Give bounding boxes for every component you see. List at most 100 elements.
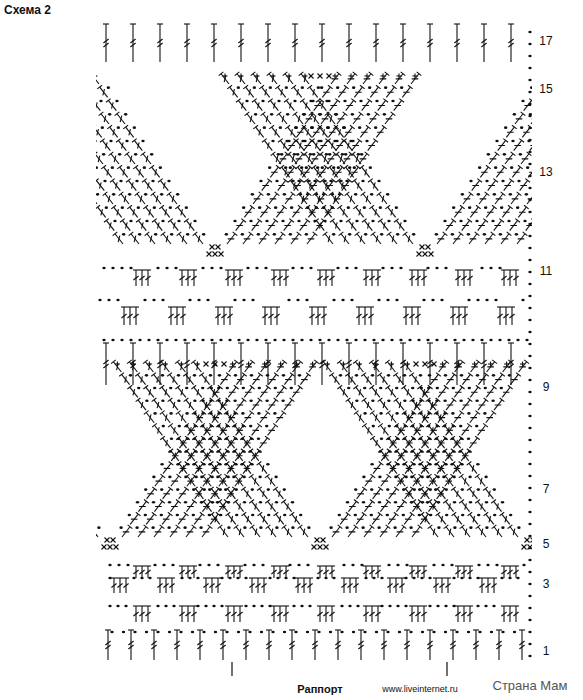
double-crochet <box>111 205 124 219</box>
single-crochet <box>210 245 215 250</box>
slip-stitch <box>440 362 445 367</box>
double-crochet <box>203 578 209 593</box>
chain-dot <box>367 113 370 116</box>
double-crochet <box>527 139 532 153</box>
chain-dot <box>435 267 438 270</box>
double-crochet <box>127 385 140 399</box>
chain-dot <box>484 476 487 479</box>
double-crochet <box>168 398 181 412</box>
double-crochet <box>126 179 139 193</box>
chain-dot <box>264 267 267 270</box>
double-crochet <box>358 630 364 660</box>
chain-dot <box>350 299 353 302</box>
chain-dot <box>484 206 487 209</box>
single-crochet <box>111 538 116 543</box>
chain-dot <box>283 631 286 634</box>
chain-dot <box>342 564 345 567</box>
double-crochet <box>357 152 370 166</box>
chain-dot <box>309 153 312 156</box>
double-crochet <box>301 578 307 593</box>
slip-stitch <box>179 362 184 367</box>
chain-dot <box>282 339 285 342</box>
double-crochet <box>394 525 407 539</box>
chain-dot <box>284 166 287 169</box>
double-crochet <box>249 219 262 233</box>
chain-dot <box>145 220 148 223</box>
chain-dot <box>432 631 435 634</box>
chain-dot <box>394 501 397 504</box>
chain-dot <box>386 488 389 491</box>
double-crochet <box>217 474 230 488</box>
chain-dot <box>112 193 115 196</box>
double-crochet <box>393 578 399 593</box>
double-crochet <box>136 500 149 514</box>
double-crochet <box>176 512 189 526</box>
chain-dot <box>501 526 504 529</box>
chain-dot <box>476 605 479 608</box>
chain-dot <box>102 153 105 156</box>
double-crochet <box>282 525 295 539</box>
double-crochet <box>378 474 391 488</box>
chain-dot <box>436 476 439 479</box>
double-crochet <box>307 179 320 193</box>
double-crochet <box>265 24 271 62</box>
chain-dot <box>528 523 531 526</box>
chain-dot <box>412 233 415 236</box>
chain-dot <box>477 514 480 517</box>
double-crochet <box>292 343 298 385</box>
double-crochet <box>316 99 329 113</box>
chain-dot <box>379 206 382 209</box>
chain-dot <box>347 206 350 209</box>
chain-dot <box>354 488 357 491</box>
chain-dot <box>168 476 171 479</box>
chain-dot <box>289 166 292 169</box>
double-crochet <box>303 152 316 166</box>
double-crochet <box>451 436 464 450</box>
chain-dot <box>435 233 438 236</box>
single-crochet <box>222 362 227 367</box>
double-crochet <box>403 461 416 475</box>
chain-dot <box>516 206 519 209</box>
chain-dot <box>520 126 523 129</box>
double-crochet <box>216 449 229 463</box>
double-crochet <box>161 232 174 246</box>
double-crochet <box>96 139 97 153</box>
double-crochet <box>501 270 507 286</box>
double-crochet <box>133 307 139 325</box>
double-crochet <box>491 578 497 593</box>
chain-dot <box>135 180 138 183</box>
chain-dot <box>321 166 324 169</box>
chain-dot <box>452 387 455 390</box>
chain-dot <box>485 180 488 183</box>
chain-dot <box>328 153 331 156</box>
double-crochet <box>249 578 255 593</box>
double-crochet <box>370 512 383 526</box>
chain-dot <box>317 86 320 89</box>
chain-dot <box>528 499 531 502</box>
double-crochet <box>193 461 206 475</box>
chain-dot <box>452 425 455 428</box>
chain-dot <box>218 463 221 466</box>
double-crochet <box>299 192 312 206</box>
chain-dot <box>305 299 308 302</box>
chain-dot <box>268 577 271 580</box>
double-crochet <box>319 24 325 62</box>
double-crochet <box>378 449 391 463</box>
chain-dot <box>194 476 197 479</box>
chain-dot <box>99 100 102 103</box>
double-crochet <box>426 449 439 463</box>
chain-dot <box>184 501 187 504</box>
chain-dot <box>306 631 309 634</box>
double-crochet <box>452 360 465 374</box>
double-crochet <box>495 139 508 153</box>
double-crochet <box>363 606 369 622</box>
chain-dot <box>214 631 217 634</box>
chain-dot <box>235 488 238 491</box>
chain-dot <box>429 488 432 491</box>
double-crochet <box>293 112 306 126</box>
double-crochet <box>215 307 221 325</box>
double-crochet <box>319 343 325 385</box>
chain-dot <box>269 86 272 89</box>
chain-dot <box>335 113 338 116</box>
double-crochet <box>521 99 532 113</box>
